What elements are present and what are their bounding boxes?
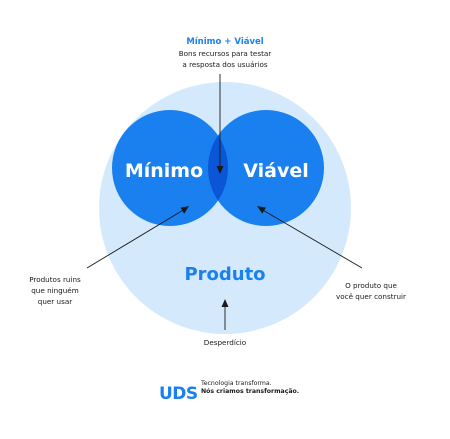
left-arrow-head	[180, 206, 189, 214]
left-note-line-3: quer usar	[38, 297, 72, 306]
left-note-line-2: que ninguém	[31, 286, 78, 295]
right-arrow-head	[257, 206, 266, 214]
viavel-circle	[208, 110, 324, 226]
right-note-line-2: você quer construir	[336, 292, 406, 301]
top-note-line-2: a resposta dos usuários	[182, 60, 267, 69]
top-note-title: Mínimo + Viável	[186, 37, 263, 47]
produto-label: Produto	[184, 264, 265, 285]
top-note-line-1: Bons recursos para testar	[179, 49, 272, 58]
left-note-line-1: Produtos ruins	[29, 275, 81, 284]
brand-logo: UDS	[159, 384, 198, 404]
viavel-label: Viável	[243, 160, 309, 182]
brand-tagline-1: Tecnologia transforma.	[201, 380, 272, 387]
right-note-line-1: O produto que	[345, 281, 397, 290]
minimo-label: Mínimo	[125, 160, 203, 182]
top-arrow-head	[216, 166, 224, 174]
bottom-arrow-head	[221, 299, 229, 307]
bottom-note: Desperdício	[204, 338, 246, 347]
brand-tagline: Tecnologia transforma. Nós criamos trans…	[201, 380, 299, 396]
right-arrow	[260, 208, 363, 269]
left-arrow	[86, 208, 186, 269]
minimo-circle	[112, 110, 228, 226]
brand-tagline-2: Nós criamos transformação.	[201, 388, 300, 395]
